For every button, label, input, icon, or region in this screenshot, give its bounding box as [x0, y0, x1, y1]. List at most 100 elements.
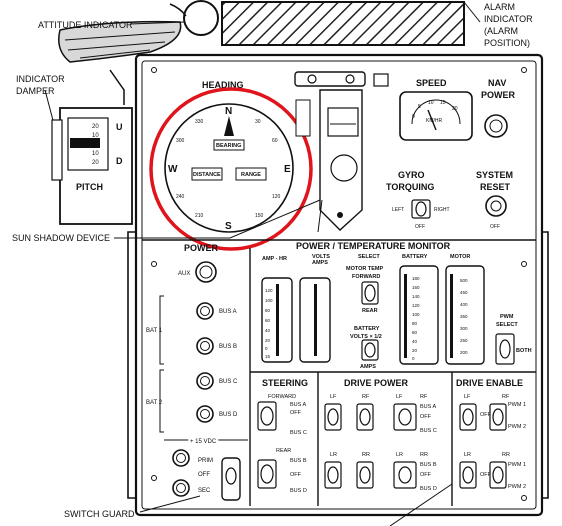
motor-temp-select-switch[interactable] — [361, 281, 379, 305]
nav-power-button[interactable] — [484, 114, 508, 138]
heading-highlight-circle — [149, 87, 313, 251]
drive-power-lf-rf-bus-switch[interactable] — [393, 403, 417, 431]
svg-text:NAV: NAV — [488, 78, 506, 88]
svg-text:TORQUING: TORQUING — [386, 182, 434, 192]
svg-text:80: 80 — [412, 321, 418, 326]
battery-amps-select-switch[interactable] — [361, 339, 379, 361]
gyro-torquing-switch[interactable] — [411, 199, 431, 219]
console-inner-frame — [141, 60, 537, 510]
bus-a-switch[interactable] — [196, 302, 214, 320]
svg-text:40: 40 — [412, 339, 418, 344]
bus-b-label: BUS B — [219, 344, 237, 350]
bat1-label: BAT 1 — [146, 328, 163, 334]
bus-d-switch[interactable] — [196, 405, 214, 423]
svg-text:20: 20 — [452, 106, 458, 112]
amps-select-label: AMPS — [360, 364, 376, 370]
svg-text:OFF: OFF — [420, 472, 432, 478]
drive-power-title: DRIVE POWER — [344, 378, 409, 388]
drive-enable-lr-switch[interactable] — [459, 461, 477, 489]
svg-text:BUS C: BUS C — [420, 428, 437, 434]
drive-enable-title: DRIVE ENABLE — [456, 378, 523, 388]
ptm-title: POWER / TEMPERATURE MONITOR — [296, 241, 451, 251]
svg-text:15: 15 — [440, 100, 446, 106]
svg-text:RF: RF — [502, 394, 510, 400]
svg-text:RR: RR — [362, 452, 370, 458]
range-label: RANGE — [241, 172, 261, 178]
nav-power-label: NAV POWER — [481, 78, 516, 100]
svg-text:DAMPER: DAMPER — [16, 86, 55, 96]
drive-power-lr-rr-bus-switch[interactable] — [393, 461, 417, 489]
pitch-down-label: D — [116, 156, 123, 166]
svg-text:RESET: RESET — [480, 182, 511, 192]
svg-text:BUS A: BUS A — [290, 402, 307, 408]
bus-d-label: BUS D — [219, 412, 238, 418]
amp-hr-ticks: 120 100 80 60 40 20 0 15 — [265, 288, 273, 359]
svg-text:PWM 2: PWM 2 — [508, 424, 526, 430]
amp-hr-label: AMP - HR — [262, 256, 287, 262]
svg-text:330: 330 — [195, 119, 204, 125]
drive-power-rf-switch[interactable] — [356, 403, 374, 431]
alarm-indicator — [221, 1, 481, 46]
drive-enable-lf-switch[interactable] — [459, 403, 477, 431]
svg-text:40: 40 — [265, 328, 271, 333]
prim-label: PRIM — [198, 458, 213, 464]
svg-text:30: 30 — [255, 119, 261, 125]
svg-text:20: 20 — [265, 338, 271, 343]
svg-text:LR: LR — [464, 452, 471, 458]
svg-text:20: 20 — [92, 124, 99, 130]
svg-text:LR: LR — [396, 452, 403, 458]
drive-power-lr-switch[interactable] — [324, 461, 342, 489]
sun-shadow-device — [294, 71, 389, 231]
svg-text:10: 10 — [428, 100, 434, 106]
svg-text:PWM 2: PWM 2 — [508, 484, 526, 490]
drive-enable-rf-switch[interactable] — [489, 403, 507, 431]
svg-text:0: 0 — [92, 142, 96, 148]
svg-text:0: 0 — [412, 114, 415, 120]
steering-rear-label: REAR — [276, 448, 291, 454]
steering-forward-switch[interactable] — [257, 401, 277, 431]
drive-enable-rr-switch[interactable] — [489, 461, 507, 489]
svg-text:80: 80 — [265, 308, 271, 313]
pitch-up-label: U — [116, 122, 123, 132]
bus-b-switch[interactable] — [196, 337, 214, 355]
attitude-indicator — [58, 0, 219, 63]
pwm-both-label: BOTH — [516, 348, 532, 354]
aux-label: AUX — [178, 271, 190, 277]
heading-indicator: N S W E 330 300 30 60 120 150 210 240 BE… — [164, 103, 294, 233]
svg-text:240: 240 — [176, 194, 185, 200]
svg-text:250: 250 — [460, 338, 468, 343]
svg-text:120: 120 — [412, 303, 420, 308]
svg-text:10: 10 — [92, 133, 99, 139]
bus-c-switch[interactable] — [196, 372, 214, 390]
drive-power-lf-switch[interactable] — [324, 403, 342, 431]
svg-text:10: 10 — [92, 151, 99, 157]
svg-text:OFF: OFF — [480, 412, 492, 418]
svg-text:BUS B: BUS B — [420, 462, 437, 468]
vdc-sec-switch[interactable] — [172, 479, 190, 497]
speed-indicator: 0 5 10 15 20 KM/HR — [399, 91, 473, 141]
gyro-right-label: RIGHT — [434, 207, 450, 213]
system-reset-button[interactable] — [485, 195, 507, 217]
svg-text:160: 160 — [412, 285, 420, 290]
heading-east: E — [284, 164, 291, 175]
svg-text:ALARM: ALARM — [484, 2, 515, 12]
svg-text:RR: RR — [502, 452, 510, 458]
gyro-left-label: LEFT — [392, 207, 404, 213]
switch-guard — [221, 457, 241, 501]
console-side-bracket — [542, 231, 549, 499]
svg-text:60: 60 — [265, 318, 271, 323]
svg-text:60: 60 — [412, 330, 418, 335]
switch-guard-callout-label: SWITCH GUARD — [64, 509, 135, 519]
motor-meter-label: MOTOR — [450, 254, 470, 260]
aux-switch[interactable] — [195, 261, 217, 283]
vdc-prim-switch[interactable] — [172, 449, 190, 467]
svg-text:LR: LR — [330, 452, 337, 458]
steering-rear-switch[interactable] — [257, 459, 277, 489]
svg-text:BUS D: BUS D — [420, 486, 437, 492]
pwm-select-switch[interactable] — [495, 333, 515, 365]
pitch-label: PITCH — [76, 182, 103, 192]
svg-text:BUS B: BUS B — [290, 458, 307, 464]
drive-power-rr-switch[interactable] — [356, 461, 374, 489]
attitude-callout-label: ATTITUDE INDICATOR — [38, 20, 133, 30]
